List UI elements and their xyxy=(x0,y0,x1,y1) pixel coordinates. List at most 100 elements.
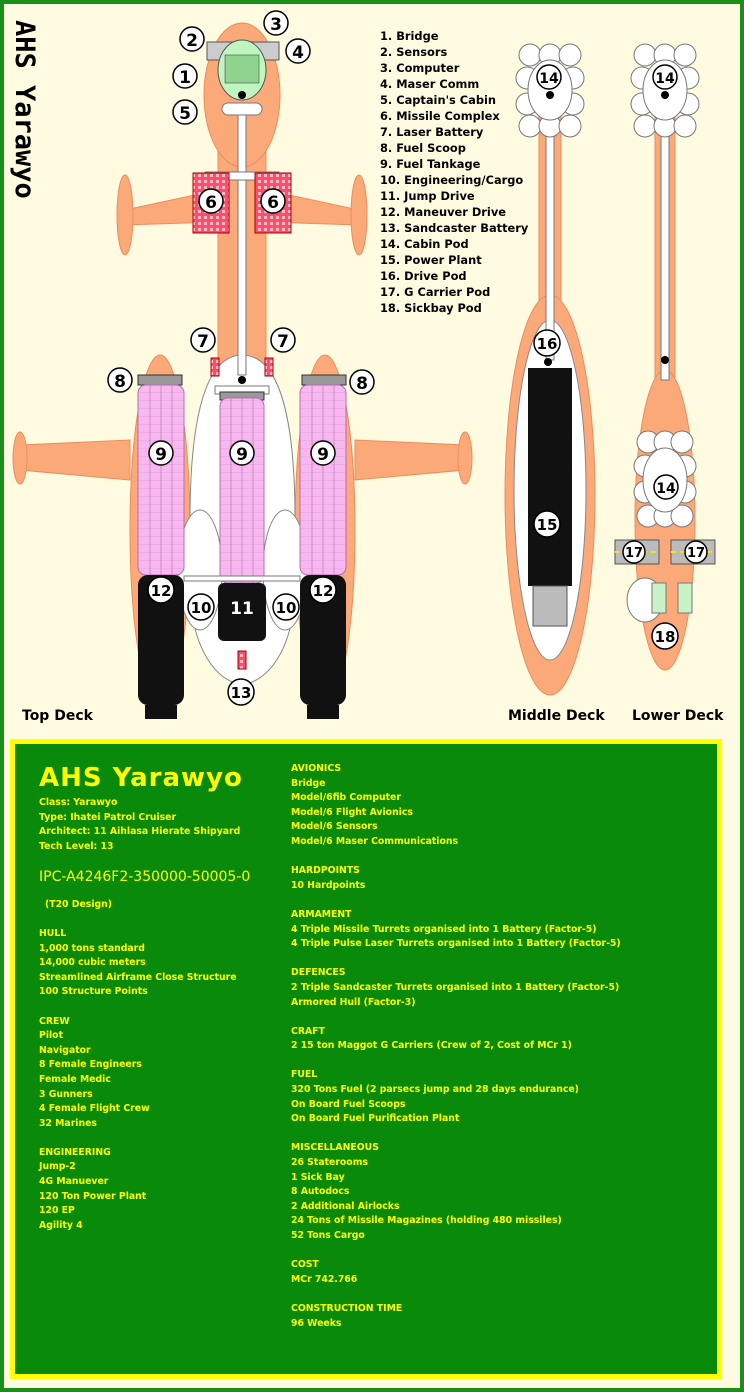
spec-line: 100 Structure Points xyxy=(39,986,148,998)
airlock-dot xyxy=(238,376,246,384)
legend-item: 1. Bridge xyxy=(380,29,439,43)
spec-line: 4 Female Flight Crew xyxy=(39,1103,150,1115)
legend-item: 7. Laser Battery xyxy=(380,125,484,139)
spec-line: Model/6 Sensors xyxy=(291,821,378,833)
lower-deck-hull xyxy=(614,43,716,671)
marker-9-right: 9 xyxy=(317,445,329,465)
spec-line: 2 15 ton Maggot G Carriers (Crew of 2, C… xyxy=(291,1040,572,1052)
spec-line: 120 Ton Power Plant xyxy=(39,1190,147,1202)
marker-14-lower-aft: 14 xyxy=(656,481,676,497)
legend-item: 11. Jump Drive xyxy=(380,189,475,203)
spec-line: On Board Fuel Scoops xyxy=(291,1098,406,1110)
marker-1: 1 xyxy=(179,68,191,88)
marker-11: 11 xyxy=(230,599,254,619)
spec-section-heading: HULL xyxy=(39,927,67,939)
marker-9-center: 9 xyxy=(236,445,248,465)
spec-line: MCr 742.766 xyxy=(291,1273,358,1285)
spec-section-heading: CREW xyxy=(39,1015,70,1027)
maneuver-drive xyxy=(138,575,346,719)
design-note: (T20 Design) xyxy=(45,899,113,911)
spec-line: Armored Hull (Factor-3) xyxy=(291,996,416,1008)
marker-14-middle: 14 xyxy=(539,71,559,87)
sickbay-pod xyxy=(651,582,667,614)
fuel-scoop-right xyxy=(301,374,347,386)
fuel-scoop-left xyxy=(137,374,183,386)
spec-section-heading: ARMAMENT xyxy=(291,908,352,920)
laser-battery-left xyxy=(210,357,220,377)
spec-line: 8 Female Engineers xyxy=(39,1059,142,1071)
spec-section-heading: AVIONICS xyxy=(291,763,342,774)
spec-info-line: Type: Ihatei Patrol Cruiser xyxy=(39,811,177,823)
legend-item: 13. Sandcaster Battery xyxy=(380,221,529,235)
legend-item: 6. Missile Complex xyxy=(380,109,500,123)
spec-line: 1 Sick Bay xyxy=(291,1171,345,1183)
marker-5: 5 xyxy=(179,104,191,124)
marker-3: 3 xyxy=(270,15,282,35)
spec-line: 52 Tons Cargo xyxy=(291,1230,365,1241)
marker-4: 4 xyxy=(292,43,304,63)
spec-line: 32 Marines xyxy=(39,1117,97,1129)
legend-item: 10. Engineering/Cargo xyxy=(380,173,524,187)
spec-section-heading: DEFENCES xyxy=(291,967,346,979)
marker-10-left: 10 xyxy=(191,599,212,617)
spec-line: 3 Gunners xyxy=(39,1088,93,1100)
spec-line: 10 Hardpoints xyxy=(291,879,366,891)
spec-line: Streamlined Airframe Close Structure xyxy=(39,971,237,983)
legend-item: 18. Sickbay Pod xyxy=(380,301,482,315)
jump-drive xyxy=(218,583,266,641)
power-plant xyxy=(528,368,572,586)
spec-info-line: Tech Level: 13 xyxy=(39,840,114,852)
spec-section: ARMAMENT 4 Triple Missile Turrets organis… xyxy=(291,908,711,952)
marker-8-right: 8 xyxy=(356,374,368,394)
legend-item: 5. Captain's Cabin xyxy=(380,93,497,107)
marker-18: 18 xyxy=(655,628,676,646)
legend-item: 4. Maser Comm xyxy=(380,77,480,91)
marker-10-right: 10 xyxy=(276,599,297,617)
spec-line: Model/6fib Computer xyxy=(291,792,401,804)
marker-9-left: 9 xyxy=(155,445,167,465)
spec-line: Model/6 Flight Avionics xyxy=(291,806,413,818)
middle-deck-label: Middle Deck xyxy=(508,708,605,724)
spec-line: 4G Manuever xyxy=(39,1176,109,1188)
spec-line: 1,000 tons standard xyxy=(39,942,145,954)
legend-item: 15. Power Plant xyxy=(380,253,482,267)
spec-section-heading: HARDPOINTS xyxy=(291,865,360,877)
top-deck-label: Top Deck xyxy=(22,708,93,724)
ipc-code: IPC-A4246F2-350000-50005-0 xyxy=(39,869,251,886)
marker-2: 2 xyxy=(186,31,198,51)
spec-line: Female Medic xyxy=(39,1073,111,1085)
marker-6-right: 6 xyxy=(267,193,279,213)
number-markers: 1 2 3 4 5 6 6 7 7 8 8 9 9 9 10 11 10 12 … xyxy=(107,10,708,706)
spec-line: Model/6 Maser Communications xyxy=(291,835,459,847)
marker-7-right: 7 xyxy=(277,332,289,352)
legend-item: 17. G Carrier Pod xyxy=(380,285,491,299)
spec-line: 4 Triple Missile Turrets organised into … xyxy=(291,923,597,935)
spec-line: 96 Weeks xyxy=(291,1317,342,1329)
spec-section: FUEL 320 Tons Fuel (2 parsecs jump and 28… xyxy=(291,1068,711,1126)
spec-info-line: Class: Yarawyo xyxy=(39,797,118,808)
spec-line: 24 Tons of Missile Magazines (holding 48… xyxy=(291,1215,562,1227)
spec-section-heading: FUEL xyxy=(291,1069,318,1081)
vertical-title: AHS Yarawyo xyxy=(9,20,40,199)
spec-section-heading: MISCELLANEOUS xyxy=(291,1142,379,1154)
spec-section: HARDPOINTS 10 Hardpoints xyxy=(291,864,711,893)
marker-13: 13 xyxy=(231,684,252,702)
spec-line: 2 Additional Airlocks xyxy=(291,1200,400,1212)
legend-item: 9. Fuel Tankage xyxy=(380,157,481,171)
spec-line: 320 Tons Fuel (2 parsecs jump and 28 day… xyxy=(291,1084,579,1096)
fuel-tankage xyxy=(137,384,347,584)
